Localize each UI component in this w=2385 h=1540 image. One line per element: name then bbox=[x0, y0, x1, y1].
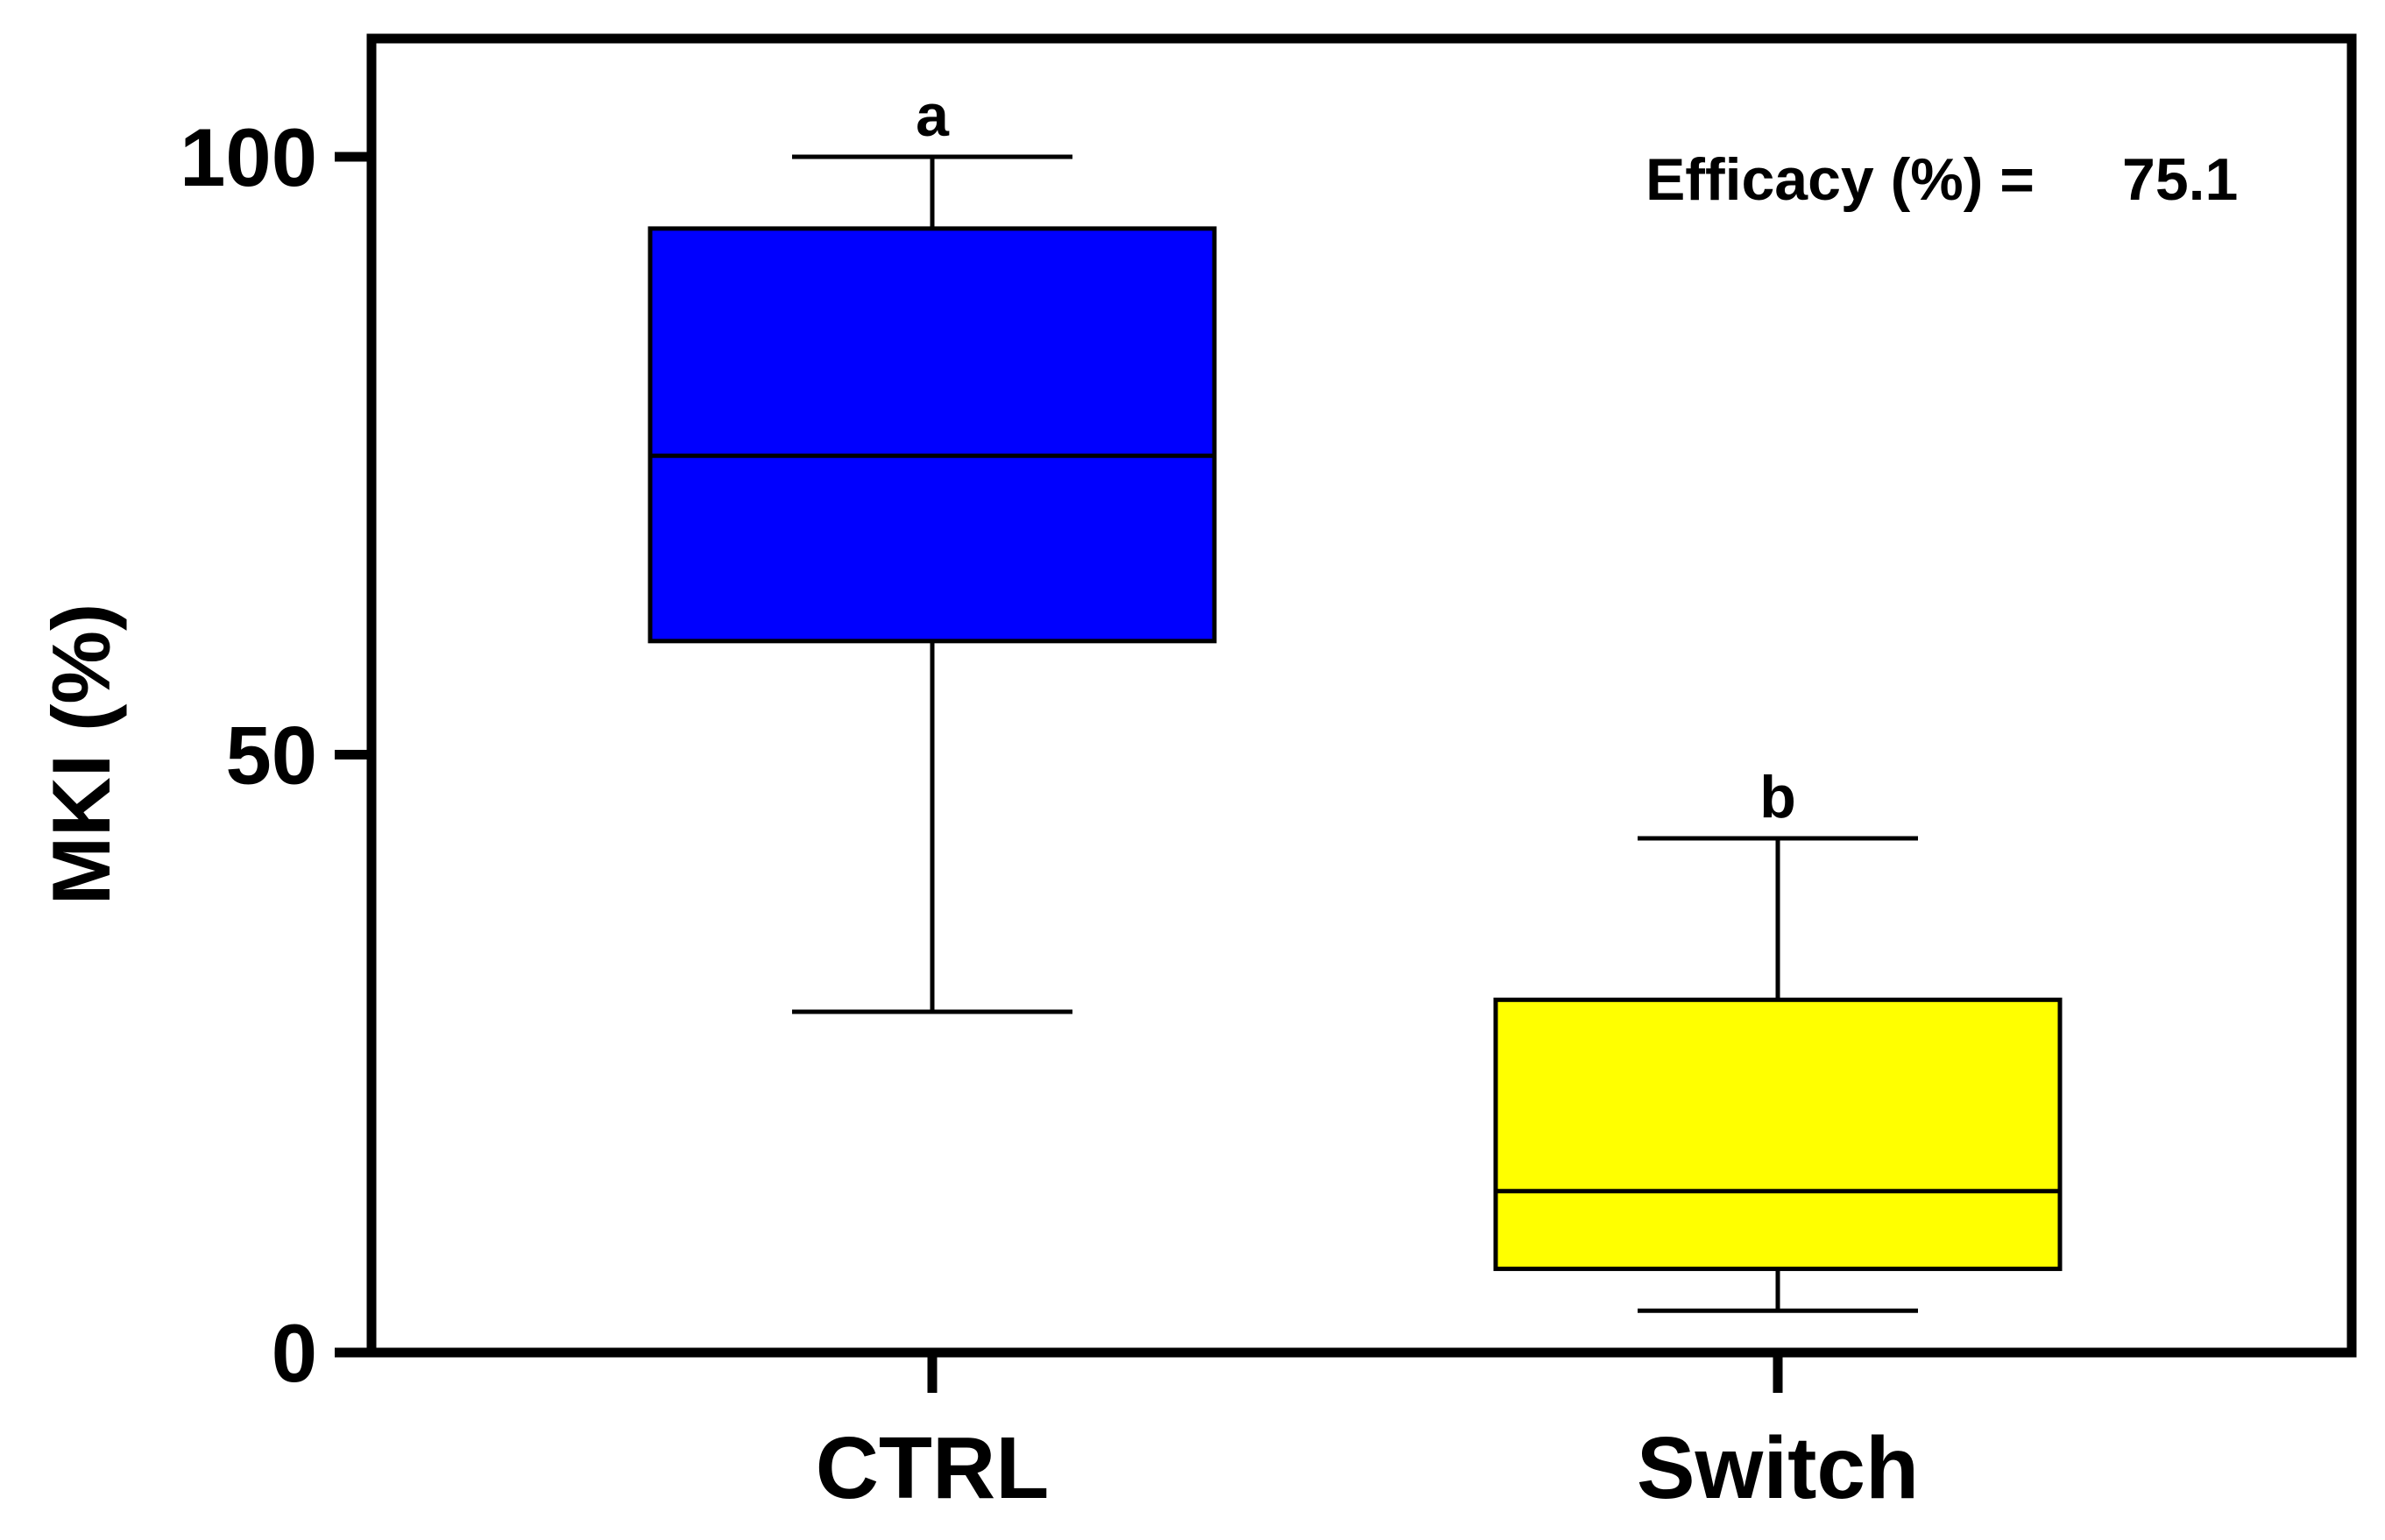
iqr-box bbox=[648, 226, 1217, 644]
plot-frame bbox=[366, 33, 2357, 1358]
iqr-box bbox=[1493, 997, 2063, 1271]
significance-letter: a bbox=[916, 82, 950, 149]
y-axis-label: MKI (%) bbox=[35, 604, 127, 906]
efficacy-value: 75.1 bbox=[2122, 146, 2238, 213]
y-tick-label: 50 bbox=[225, 710, 317, 802]
box-ctrl: a bbox=[648, 82, 1217, 1014]
y-tick-label: 0 bbox=[272, 1307, 317, 1399]
x-tick-label: CTRL bbox=[816, 1419, 1050, 1517]
efficacy-annotation: Efficacy (%) = 75.1 bbox=[1645, 146, 2238, 213]
significance-letter: b bbox=[1759, 764, 1796, 830]
y-tick-label: 100 bbox=[180, 111, 317, 203]
box-switch: b bbox=[1493, 764, 2063, 1313]
x-tick-label: Switch bbox=[1637, 1419, 1919, 1517]
efficacy-label: Efficacy (%) = bbox=[1645, 146, 2035, 213]
